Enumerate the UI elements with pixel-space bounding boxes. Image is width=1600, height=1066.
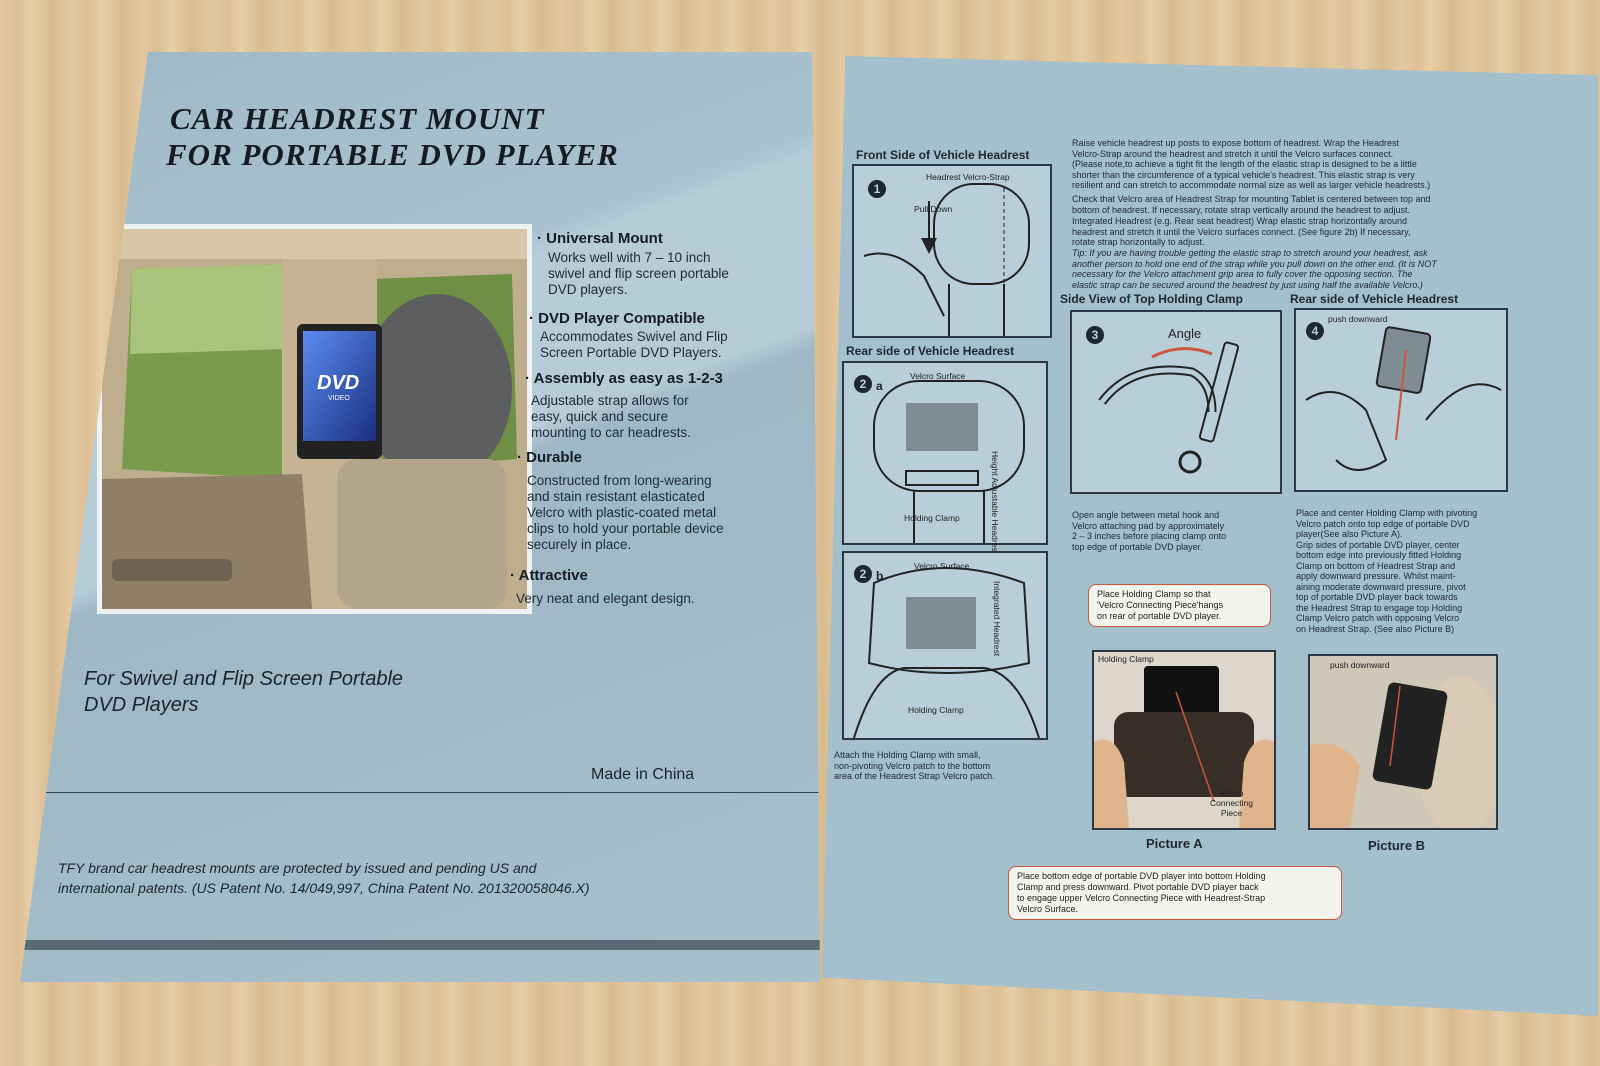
feature-body: Accommodates Swivel and Flip Screen Port…: [540, 329, 728, 360]
step3-label-angle: Angle: [1168, 326, 1202, 341]
step2b-number: 2: [854, 565, 872, 583]
section-title-side: Side View of Top Holding Clamp: [1060, 292, 1243, 306]
picture-a-photo: [1094, 666, 1274, 828]
box-flap-edge: [20, 940, 820, 950]
picture-a-label-velcro: Velcro Connecting Piece: [1210, 788, 1254, 818]
product-photo: DVD VIDEO: [97, 224, 532, 614]
dvd-logo: DVD: [317, 372, 360, 394]
step3-diagram: 3 Angle: [1070, 310, 1282, 494]
step3-caption: Open angle between metal hook and Velcro…: [1072, 510, 1227, 552]
instructions-tip: Tip: If you are having trouble getting t…: [1072, 248, 1437, 290]
picture-b: push downward: [1308, 654, 1505, 836]
feature-heading: · Durable: [517, 449, 583, 466]
instructions-top: Raise vehicle headrest up posts to expos…: [1072, 138, 1431, 190]
section-title-rear: Rear side of Vehicle Headrest: [846, 344, 1015, 358]
step2a-diagram: 2 a Velcro Surface Holding Clamp: [842, 361, 1048, 545]
step2b-label-clamp: Holding Clamp: [908, 705, 964, 715]
picture-b-photo: [1310, 676, 1505, 836]
picture-a: Holding Clamp Velcro Connecting Piece: [1092, 650, 1276, 830]
feature-body: Very neat and elegant design.: [516, 591, 695, 606]
step4-label-push: push downward: [1328, 314, 1388, 324]
step2a-label-velcro: Velcro Surface: [910, 371, 966, 381]
step1-number: 1: [868, 180, 886, 198]
step2b-diagram: 2 b Velcro Surface Holding Clamp: [842, 551, 1048, 740]
feature-body: Works well with 7 – 10 inch swivel and f…: [548, 250, 729, 297]
step2b-label-velcro: Velcro Surface: [914, 561, 970, 571]
step1-diagram: 1 Headrest Velcro-Strap Pull Down: [852, 164, 1052, 338]
product-title-line2: FOR PORTABLE DVD PLAYER: [166, 137, 619, 172]
instructions-check: Check that Velcro area of Headrest Strap…: [1072, 194, 1431, 215]
divider-line: [40, 792, 820, 793]
step2a-number: 2: [854, 375, 872, 393]
feature-heading: · Universal Mount: [537, 230, 663, 247]
feature-heading: · Assembly as easy as 1-2-3: [525, 370, 723, 387]
dvd-logo-sub: VIDEO: [328, 395, 350, 402]
headrest-rear-drawing: [873, 380, 1025, 543]
feature-heading: · DVD Player Compatible: [529, 310, 705, 327]
callout-bottom: Place bottom edge of portable DVD player…: [1008, 866, 1342, 920]
feature-heading: · Attractive: [510, 567, 588, 584]
tablet-mounting-drawing: [1305, 326, 1502, 471]
picture-b-title: Picture B: [1368, 838, 1426, 853]
picture-a-label-clamp: Holding Clamp: [1098, 654, 1154, 664]
feature-body: Constructed from long-wearing and stain …: [527, 473, 724, 552]
picture-b-label: push downward: [1330, 660, 1390, 670]
step2b-suffix: b: [876, 569, 884, 583]
instructions-integrated: Integrated Headrest (e.g. Rear seat head…: [1072, 216, 1411, 247]
picture-a-title: Picture A: [1146, 836, 1203, 851]
left-box-back: CAR HEADREST MOUNT FOR PORTABLE DVD PLAY…: [20, 52, 820, 982]
step1-label-strap: Headrest Velcro-Strap: [926, 172, 1010, 182]
made-in-label: Made in China: [591, 766, 695, 783]
step2-caption: Attach the Holding Clamp with small, non…: [834, 750, 995, 781]
callout-top: Place Holding Clamp so that 'Velcro Conn…: [1088, 584, 1271, 627]
step3-number: 3: [1086, 326, 1104, 344]
step2b-side-label: Integrated Headrest: [992, 581, 1002, 657]
step4-diagram: 4 push downward: [1294, 308, 1508, 492]
headrest-front-drawing: [863, 183, 1030, 336]
right-box-back: Front Side of Vehicle Headrest Raise veh…: [822, 56, 1598, 1016]
step1-label-pull: Pull Down: [914, 204, 953, 214]
step2a-label-clamp: Holding Clamp: [904, 513, 960, 523]
car-interior-illustration: [102, 229, 527, 609]
step2a-suffix: a: [876, 379, 883, 393]
section-title-front: Front Side of Vehicle Headrest: [856, 148, 1030, 162]
step4-number: 4: [1306, 322, 1324, 340]
feature-body: Adjustable strap allows for easy, quick …: [531, 393, 691, 440]
patent-notice: TFY brand car headrest mounts are protec…: [58, 860, 590, 896]
section-title-rear2: Rear side of Vehicle Headrest: [1290, 292, 1459, 306]
headrest-integrated-drawing: [853, 567, 1040, 739]
tagline: For Swivel and Flip Screen Portable DVD …: [84, 668, 404, 716]
step4-caption: Place and center Holding Clamp with pivo…: [1296, 508, 1478, 634]
clamp-side-drawing: [1098, 341, 1240, 474]
product-title-line1: CAR HEADREST MOUNT: [170, 101, 545, 136]
